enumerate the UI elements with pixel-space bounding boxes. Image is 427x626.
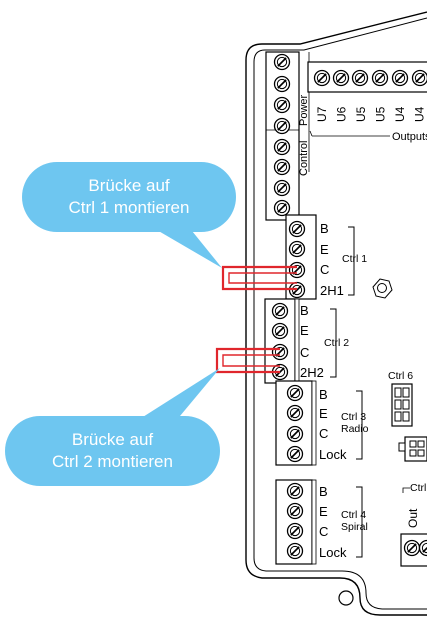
terminal-screw	[271, 343, 289, 361]
ctrl3-e: E	[319, 406, 328, 421]
terminal-screw	[273, 158, 291, 176]
ctrl1-screws	[288, 220, 306, 299]
output-column-label: U5	[354, 106, 368, 122]
callout-ctrl2-line1: Brücke auf	[71, 430, 154, 449]
ctrl3-c: C	[319, 426, 328, 441]
bridge-ctrl1	[221, 265, 297, 291]
terminal-screw	[273, 96, 291, 114]
terminal-screw	[288, 240, 306, 258]
power-screw-column	[273, 53, 291, 217]
callout-ctrl1-text: Brücke auf Ctrl 1 montieren	[22, 175, 236, 219]
terminal-screw	[286, 542, 304, 560]
terminal-screw	[288, 261, 306, 279]
ctrl4-e: E	[319, 504, 328, 519]
terminal-screw	[286, 384, 304, 402]
terminal-screw	[313, 69, 331, 87]
outputs-label: Outputs	[392, 131, 427, 143]
output-column-label: U4	[393, 106, 407, 122]
ctrl-cut-label: Ctrl	[410, 482, 426, 494]
ctrl2-label: Ctrl 2	[324, 337, 349, 349]
housing-inner	[253, 17, 427, 610]
terminal-screw	[273, 117, 291, 135]
ctrl1-c: C	[320, 262, 329, 277]
terminal-screw	[403, 539, 421, 557]
ctrl2-b: B	[300, 303, 309, 318]
mount-hole	[338, 590, 354, 606]
ctrl2-e: E	[300, 323, 309, 338]
terminal-screw	[391, 69, 409, 87]
terminal-screw	[271, 302, 289, 320]
ctrl4-label: Ctrl 4	[341, 509, 366, 521]
output-column-labels: U7 U6 U5 U5 U4 U4	[315, 106, 427, 122]
ctrl1-2h1: 2H1	[320, 283, 344, 298]
ctrl3-screws	[286, 384, 304, 463]
terminal-screw	[288, 220, 306, 238]
callout-ctrl1-line1: Brücke auf	[88, 176, 170, 195]
terminal-screw	[273, 53, 291, 71]
callout-ctrl2-bubble	[5, 368, 220, 486]
terminal-screw	[286, 425, 304, 443]
output-column-label: U4	[413, 106, 427, 122]
callout-ctrl1-bubble	[22, 162, 236, 268]
callout-ctrl2-line2: Ctrl 2 montieren	[52, 452, 173, 471]
terminal-screw	[371, 69, 389, 87]
output-column-label: U6	[335, 106, 349, 122]
out-label: Out	[406, 508, 420, 528]
terminal-screw	[286, 404, 304, 422]
terminal-screw	[286, 502, 304, 520]
terminal-screw	[273, 199, 291, 217]
output-column-label: U7	[315, 106, 329, 122]
terminal-screw	[273, 138, 291, 156]
power-label: Power	[298, 94, 310, 126]
output-column-label: U5	[374, 106, 388, 122]
housing-outer	[245, 11, 427, 616]
terminal-screw	[271, 322, 289, 340]
ctrl1-label: Ctrl 1	[342, 253, 367, 265]
ctrl6-label: Ctrl 6	[388, 370, 413, 382]
terminal-screw	[273, 75, 291, 93]
terminal-screw	[418, 539, 427, 557]
ctrl4-sub: Spiral	[341, 521, 368, 533]
control-label: Control	[298, 141, 310, 176]
terminal-screw	[332, 69, 350, 87]
callout-ctrl1-line2: Ctrl 1 montieren	[68, 198, 190, 217]
terminal-screw	[351, 69, 369, 87]
ctrl1-e: E	[320, 242, 329, 257]
ctrl3-sub: Radio	[341, 423, 369, 435]
terminal-screw	[273, 179, 291, 197]
ctrl4-b: B	[319, 484, 328, 499]
terminal-screw	[286, 482, 304, 500]
output-screw-row	[313, 69, 427, 87]
ctrl2-c: C	[300, 345, 309, 360]
ctrl1-b: B	[320, 221, 329, 236]
ctrl4-screws	[286, 482, 304, 560]
bridge-ctrl2	[215, 347, 280, 374]
terminal-screw	[286, 445, 304, 463]
ctrl4-lock: Lock	[319, 545, 347, 560]
ctrl2-2h2: 2H2	[300, 365, 324, 380]
ctrl3-lock: Lock	[319, 447, 347, 462]
ctrl3-label: Ctrl 3	[341, 411, 366, 423]
terminal-screw	[411, 69, 427, 87]
ctrl3-b: B	[319, 387, 328, 402]
callout-ctrl2-text: Brücke auf Ctrl 2 montieren	[5, 429, 220, 473]
ctrl4-c: C	[319, 524, 328, 539]
terminal-screw	[286, 522, 304, 540]
